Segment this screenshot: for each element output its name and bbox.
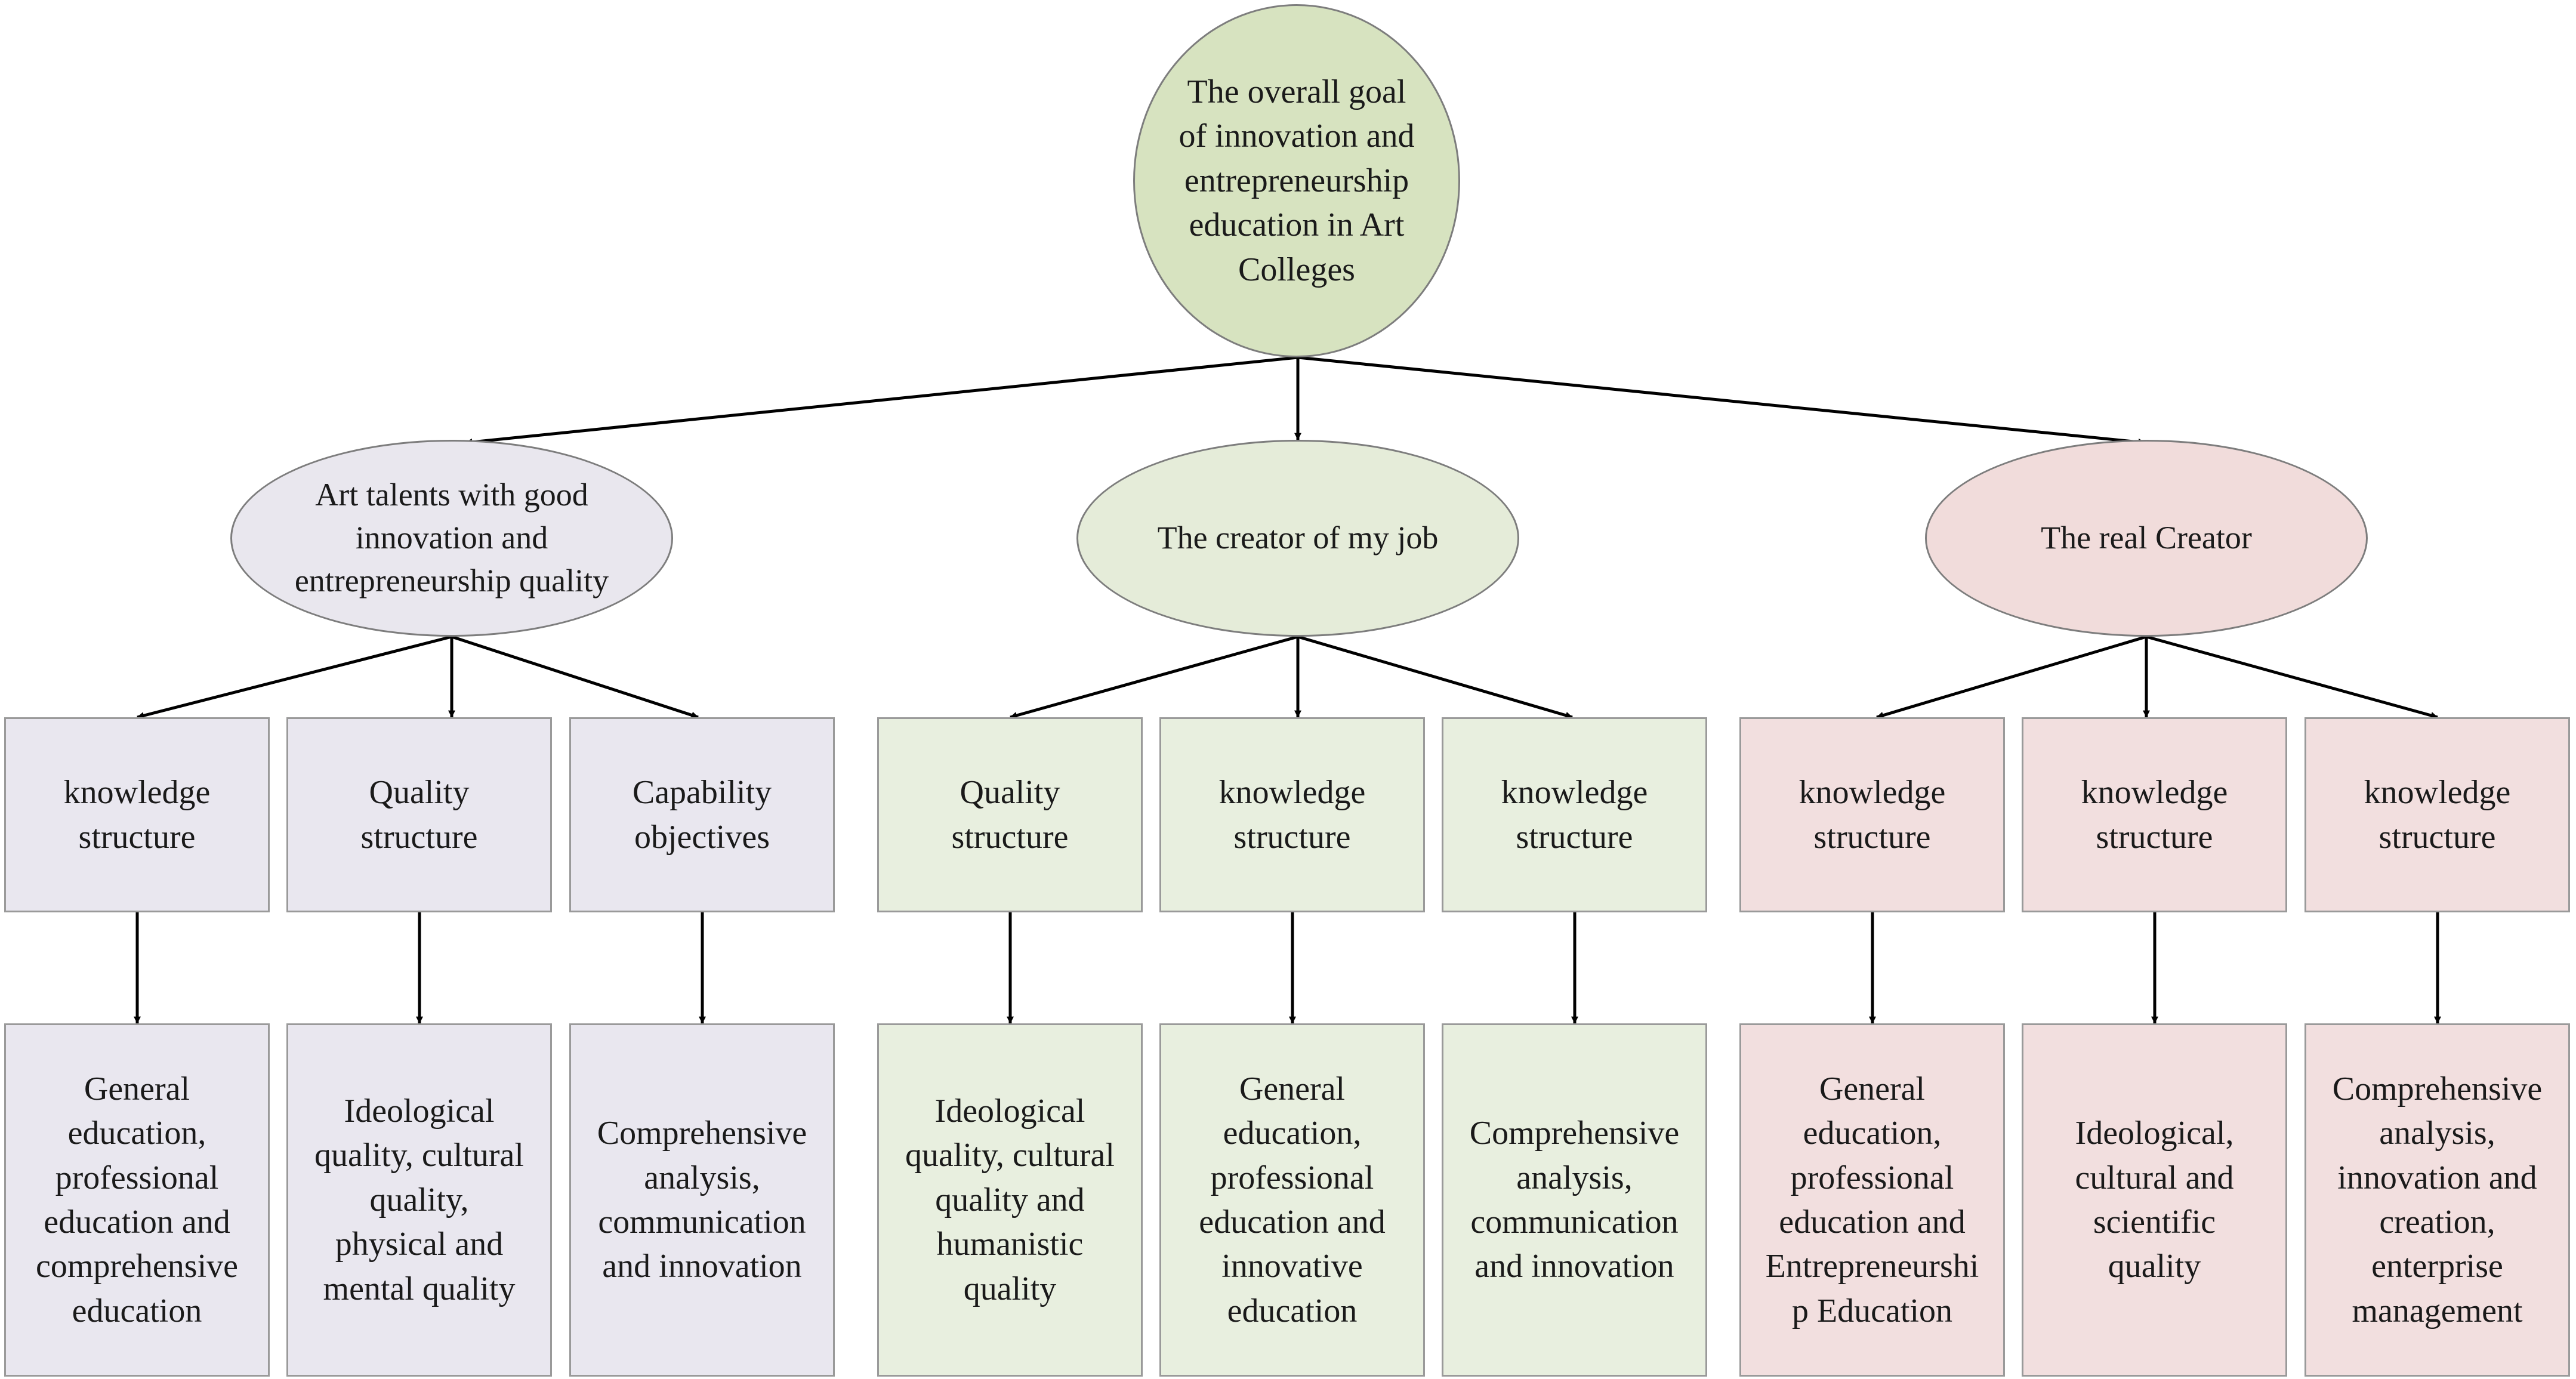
branch-real-creator-node: The real Creator <box>1925 440 2368 637</box>
detail-box-6: Comprehensive analysis, communication an… <box>1442 1023 1707 1377</box>
detail-box-7-text: General education, professional educatio… <box>1765 1070 1979 1329</box>
structure-box-1-label: knowledge structure <box>63 774 211 856</box>
branch-real-creator-label: The real Creator <box>2041 520 2252 556</box>
structure-box-2-label: Quality structure <box>360 774 478 856</box>
structure-box-9: knowledge structure <box>2304 717 2570 912</box>
structure-box-4: Quality structure <box>877 717 1143 912</box>
branch-art-talents-node: Art talents with good innovation and ent… <box>230 440 673 637</box>
detail-box-1-text: General education, professional educatio… <box>36 1070 238 1329</box>
edge-middle-branch-to-box-3 <box>1297 635 1573 719</box>
structure-box-8: knowledge structure <box>2022 717 2287 912</box>
edge-left-branch-to-box-3 <box>451 635 699 719</box>
detail-box-1: General education, professional educatio… <box>4 1023 270 1377</box>
detail-box-5-text: General education, professional educatio… <box>1199 1070 1386 1329</box>
structure-box-1: knowledge structure <box>4 717 270 912</box>
detail-box-8: Ideological, cultural and scientific qua… <box>2022 1023 2287 1377</box>
structure-box-5-label: knowledge structure <box>1218 774 1366 856</box>
branch-job-creator-node: The creator of my job <box>1076 440 1519 637</box>
edge-left-branch-to-box-1 <box>137 635 452 719</box>
detail-box-2-text: Ideological quality, cultural quality, p… <box>314 1092 524 1307</box>
structure-box-6-label: knowledge structure <box>1501 774 1648 856</box>
structure-box-4-label: Quality structure <box>951 774 1069 856</box>
detail-box-3: Comprehensive analysis, communication an… <box>569 1023 835 1377</box>
branch-job-creator-label: The creator of my job <box>1157 520 1439 556</box>
detail-box-6-text: Comprehensive analysis, communication an… <box>1469 1115 1680 1285</box>
edge-root-to-right-branch <box>1297 356 2146 446</box>
branch-art-talents-label: Art talents with good innovation and ent… <box>294 477 609 599</box>
root-goal-node: The overall goal of innovation and entre… <box>1133 4 1460 357</box>
structure-box-5: knowledge structure <box>1159 717 1425 912</box>
detail-box-9: Comprehensive analysis, innovation and c… <box>2304 1023 2570 1377</box>
edge-right-branch-to-box-1 <box>1876 635 2147 719</box>
structure-box-7-label: knowledge structure <box>1798 774 1946 856</box>
detail-box-4: Ideological quality, cultural quality an… <box>877 1023 1143 1377</box>
structure-box-9-label: knowledge structure <box>2364 774 2511 856</box>
detail-box-3-text: Comprehensive analysis, communication an… <box>597 1115 807 1285</box>
detail-box-8-text: Ideological, cultural and scientific qua… <box>2075 1115 2234 1285</box>
detail-box-9-text: Comprehensive analysis, innovation and c… <box>2332 1070 2543 1329</box>
edge-right-branch-to-box-3 <box>2146 635 2438 719</box>
structure-box-8-label: knowledge structure <box>2081 774 2228 856</box>
structure-box-6: knowledge structure <box>1442 717 1707 912</box>
structure-box-2: Quality structure <box>286 717 552 912</box>
detail-box-5: General education, professional educatio… <box>1159 1023 1425 1377</box>
structure-box-3-label: Capability objectives <box>632 774 772 856</box>
structure-box-7: knowledge structure <box>1739 717 2005 912</box>
detail-box-2: Ideological quality, cultural quality, p… <box>286 1023 552 1377</box>
root-goal-label: The overall goal of innovation and entre… <box>1179 73 1415 288</box>
detail-box-4-text: Ideological quality, cultural quality an… <box>905 1092 1115 1307</box>
edge-root-to-left-branch <box>465 356 1298 446</box>
structure-box-3: Capability objectives <box>569 717 835 912</box>
edge-middle-branch-to-box-1 <box>1010 635 1298 719</box>
detail-box-7: General education, professional educatio… <box>1739 1023 2005 1377</box>
